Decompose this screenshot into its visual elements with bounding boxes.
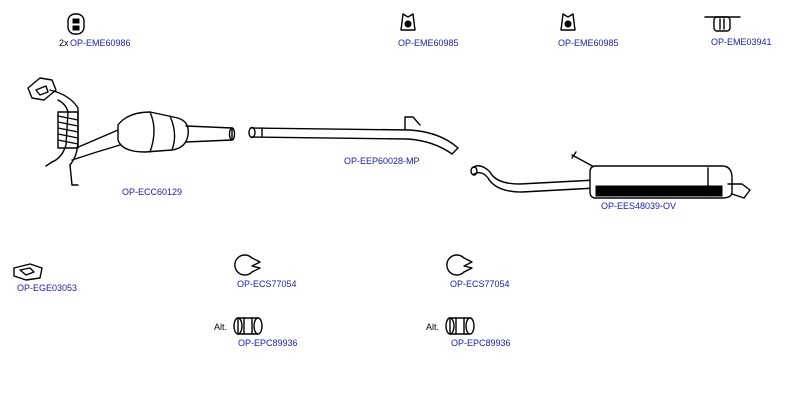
gasket-part-link[interactable]: OP-EGE03053: [17, 283, 78, 293]
pipe-clamp-1-icon[interactable]: [234, 254, 261, 276]
connector-2-alt-label: Alt.: [426, 322, 440, 332]
clamp-2-part-link[interactable]: OP-ECS77054: [450, 279, 510, 289]
hanger-3-part-link[interactable]: OP-EME60985: [558, 38, 619, 48]
rubber-hanger-1-icon[interactable]: [67, 13, 85, 35]
pipe-connector-1-icon[interactable]: [233, 317, 263, 335]
pipe-clamp-2-icon[interactable]: [446, 254, 473, 276]
hanger-1-part-link[interactable]: OP-EME60986: [70, 38, 131, 48]
hanger-4-part-link[interactable]: OP-EME03941: [711, 37, 772, 47]
intermediate-pipe-icon[interactable]: [248, 116, 459, 155]
pipe-connector-2-icon[interactable]: [445, 317, 475, 335]
rear-silencer-icon[interactable]: [470, 151, 751, 199]
hanger-2-part-link[interactable]: OP-EME60985: [398, 38, 459, 48]
pipe-connector-2-part-link[interactable]: OP-EPC89936: [451, 338, 511, 348]
rear-silencer-part-link[interactable]: OP-EES48039-OV: [601, 201, 677, 211]
rubber-hanger-3-icon[interactable]: [560, 13, 576, 31]
rubber-hanger-4-icon[interactable]: [704, 16, 741, 32]
hanger-1-quantity: 2x: [59, 38, 69, 48]
catalytic-converter-icon[interactable]: [27, 77, 236, 186]
pipe-connector-1-part-link[interactable]: OP-EPC89936: [238, 338, 298, 348]
intermediate-pipe-part-link[interactable]: OP-EEP60028-MP: [344, 156, 420, 166]
catalytic-converter-part-link[interactable]: OP-ECC60129: [122, 187, 183, 197]
gasket-icon[interactable]: [13, 263, 43, 281]
connector-1-alt-label: Alt.: [214, 322, 228, 332]
clamp-1-part-link[interactable]: OP-ECS77054: [237, 279, 297, 289]
rubber-hanger-2-icon[interactable]: [400, 13, 416, 31]
